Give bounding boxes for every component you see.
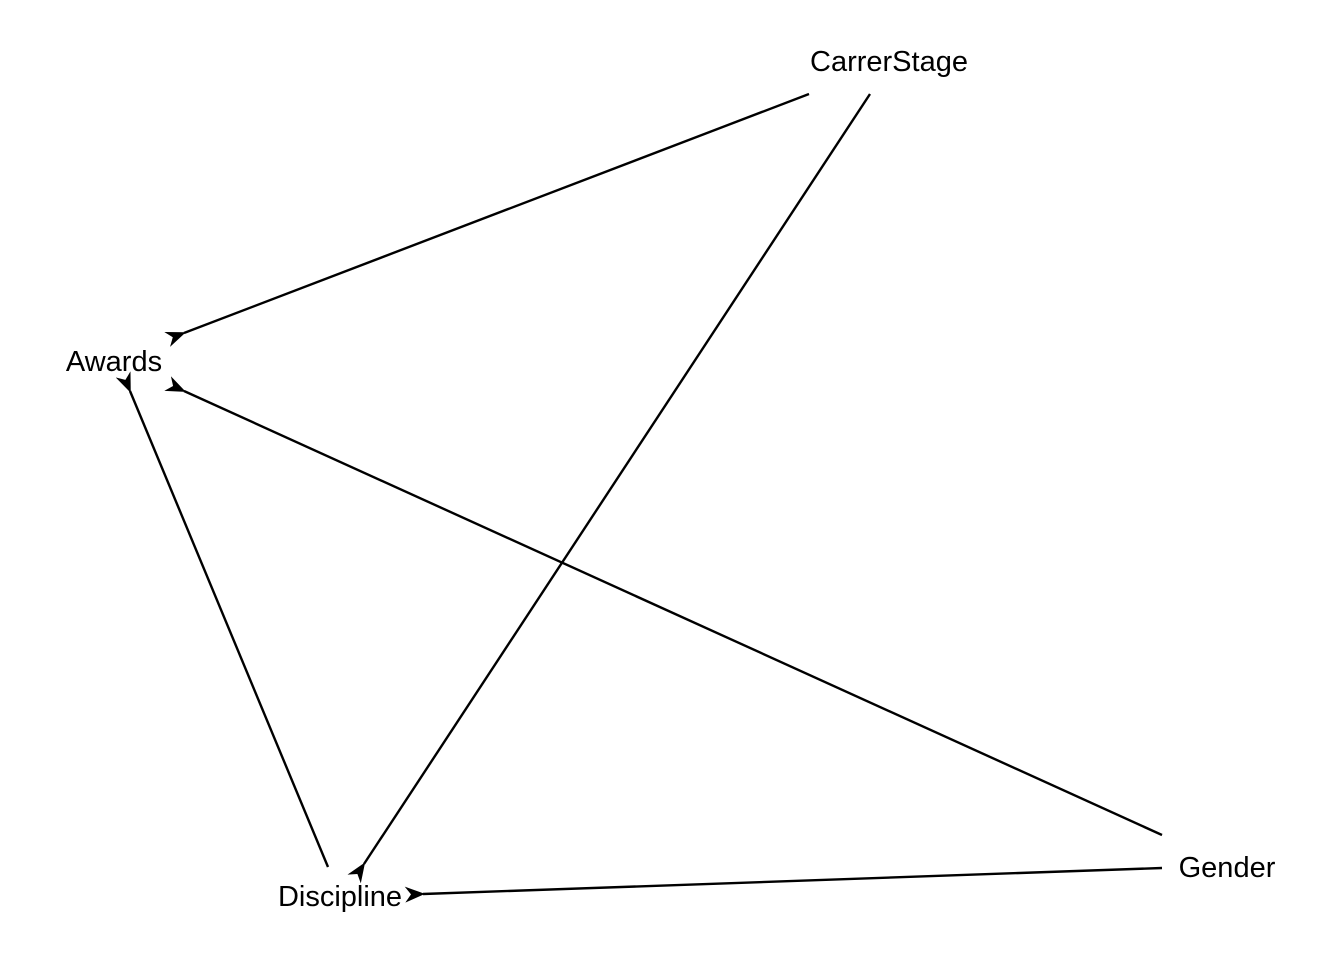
edge-discipline-to-awards bbox=[115, 371, 330, 868]
edges-layer bbox=[115, 92, 1163, 903]
node-discipline: Discipline bbox=[278, 881, 402, 913]
node-awards: Awards bbox=[66, 346, 162, 378]
node-gender: Gender bbox=[1179, 852, 1276, 884]
edge-carrerstage-to-discipline bbox=[347, 93, 872, 884]
edge-carrerstage-to-awards bbox=[164, 92, 810, 347]
edge-gender-to-awards bbox=[164, 376, 1163, 837]
nodes-layer: CarrerStage Awards Discipline Gender bbox=[66, 46, 1276, 913]
node-carrerstage: CarrerStage bbox=[810, 46, 968, 78]
edge-gender-to-discipline bbox=[404, 866, 1163, 903]
